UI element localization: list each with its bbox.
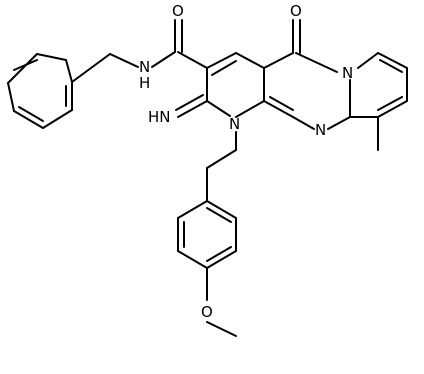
- carbonyl-oxygen-label: O: [172, 2, 184, 20]
- phenethyl-chain: [206, 131, 237, 202]
- imine-group: [175, 94, 208, 118]
- benzyl-phenyl-ring: [7, 53, 73, 129]
- amide-linker: [71, 19, 208, 83]
- ring-carbonyl-oxygen-label: O: [290, 2, 302, 20]
- ether-oxygen-label: O: [201, 303, 213, 321]
- amide-n-label: N: [139, 58, 150, 76]
- imine-label: HN: [148, 108, 171, 126]
- pyridine-ring: [206, 52, 265, 118]
- ring-nitrogen-1-label: N: [229, 115, 240, 133]
- amide-h-label: H: [139, 74, 150, 92]
- pyrido-nitrogen-label: N: [342, 64, 353, 82]
- methoxyphenyl-ring: [177, 200, 237, 337]
- pyrimidinone-ring: [263, 19, 351, 130]
- pyrido-ring: [349, 52, 408, 151]
- pyrimidine-nitrogen-label: N: [315, 121, 326, 139]
